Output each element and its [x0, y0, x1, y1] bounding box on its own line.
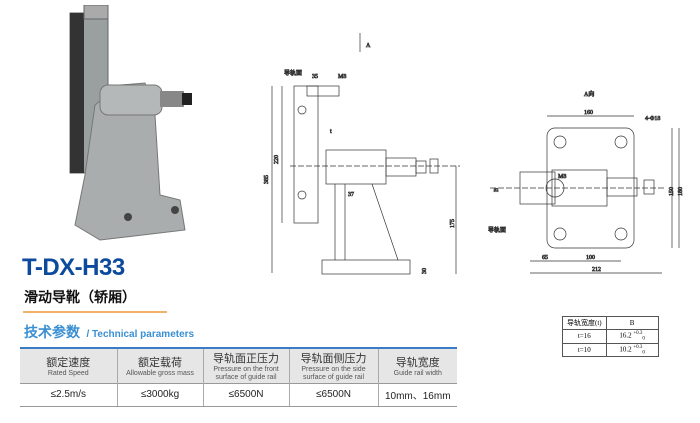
- svg-text:30: 30: [422, 268, 428, 274]
- svg-text:35: 35: [312, 74, 318, 80]
- header-en: Guide rail width: [393, 369, 442, 377]
- header-zh: 额定载荷: [138, 356, 182, 369]
- svg-text:175: 175: [450, 219, 456, 228]
- header-en: Rated Speed: [47, 369, 89, 377]
- svg-text:t: t: [330, 129, 332, 135]
- front-pressure-value: ≤6500N: [203, 382, 290, 407]
- section-title: 技术参数 / Technical parameters: [24, 322, 194, 342]
- rail-cell: t=10: [562, 342, 607, 358]
- side-view-drawing: A 导轨面 35 M8 385 220 37 t 175 30: [264, 33, 460, 275]
- front-view-drawing: A向 160 4-Φ18 M8 150 180 B 导轨面 65 100 212: [488, 90, 684, 274]
- rated-speed-value: ≤2.5m/s: [20, 382, 118, 407]
- svg-text:160: 160: [584, 110, 593, 116]
- rail-header: B: [605, 316, 659, 330]
- svg-text:导轨面: 导轨面: [488, 226, 506, 234]
- svg-text:M8: M8: [338, 74, 346, 80]
- side-pressure-value: ≤6500N: [289, 382, 379, 407]
- svg-text:M8: M8: [558, 174, 566, 180]
- svg-text:导轨面: 导轨面: [284, 69, 302, 77]
- header-zh: 导轨宽度: [395, 356, 440, 369]
- svg-text:385: 385: [264, 175, 270, 184]
- section-title-zh: 技术参数: [24, 324, 80, 340]
- gross-mass-value: ≤3000kg: [117, 382, 204, 407]
- product-subtitle: 滑动导靴（轿厢）: [24, 289, 136, 305]
- svg-text:65: 65: [542, 255, 548, 261]
- svg-text:A: A: [366, 43, 371, 49]
- svg-text:150: 150: [669, 187, 675, 196]
- table-row: ≤2.5m/s ≤3000kg ≤6500N ≤6500N 10mm、16mm: [20, 382, 457, 407]
- product-photo: [69, 5, 192, 241]
- product-model: T-DX-H33: [22, 254, 125, 281]
- rail-width-value: 10mm、16mm: [378, 382, 457, 407]
- divider: [23, 311, 167, 313]
- svg-text:180: 180: [678, 187, 684, 196]
- rail-cell: 16.2 +0.30: [605, 329, 659, 344]
- svg-text:220: 220: [274, 155, 280, 164]
- section-title-en: / Technical parameters: [86, 329, 195, 340]
- header-zh: 导轨面侧压力: [300, 352, 367, 365]
- header-en: Pressure on the side surface of guide ra…: [301, 365, 366, 381]
- rail-cell: t=16: [562, 329, 607, 344]
- svg-text:B: B: [494, 188, 500, 192]
- rail-header: 导轨宽度(t): [562, 316, 607, 330]
- header-zh: 额定速度: [46, 356, 91, 369]
- rail-cell: 10.2 +0.30: [605, 342, 659, 358]
- svg-text:37: 37: [348, 192, 354, 198]
- header-en: Allowable gross mass: [126, 369, 194, 377]
- header-en: Pressure on the front surface of guide r…: [213, 365, 279, 381]
- svg-text:100: 100: [586, 255, 595, 261]
- svg-text:212: 212: [592, 267, 601, 273]
- svg-text:A向: A向: [584, 90, 594, 98]
- header-zh: 导轨面正压力: [213, 352, 279, 365]
- svg-text:4-Φ18: 4-Φ18: [645, 116, 660, 122]
